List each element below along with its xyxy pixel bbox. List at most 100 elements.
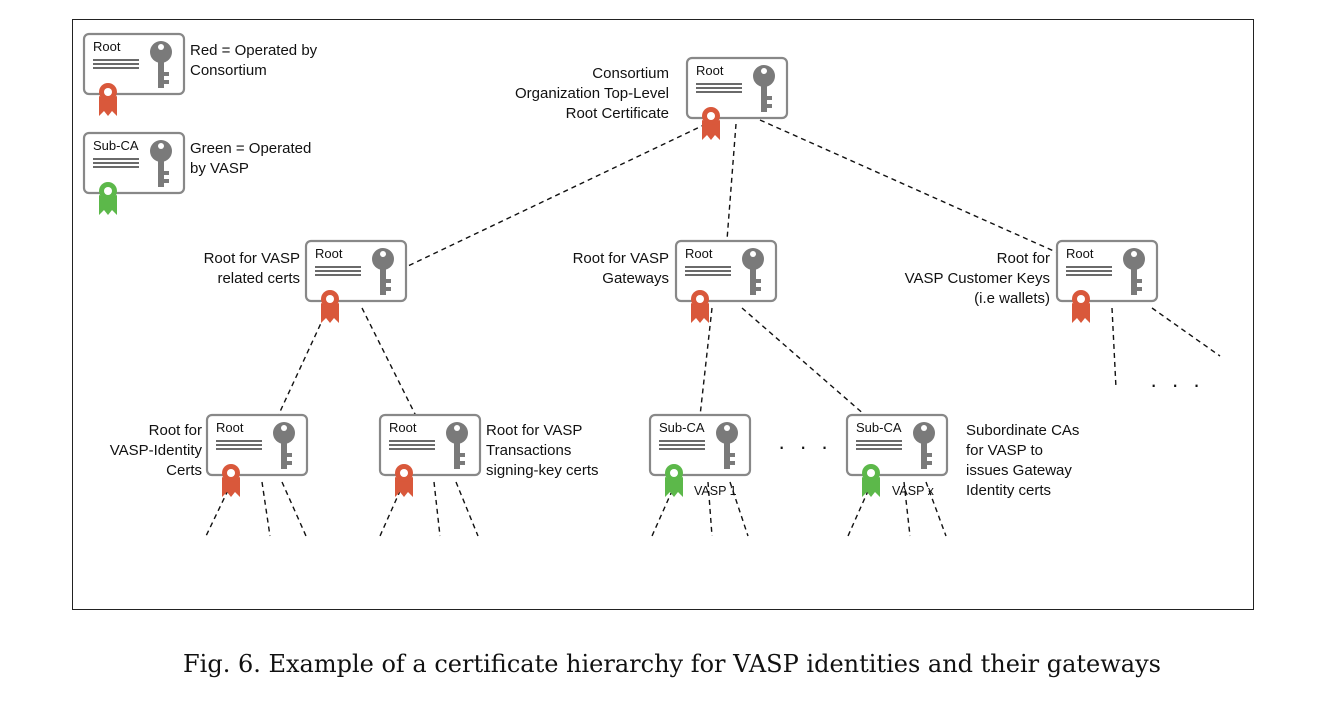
identity-root-certificate: Root [205, 413, 309, 497]
certificate-text-lines [315, 266, 361, 276]
seal-ribbon-icon [222, 464, 240, 497]
legend-red-line1: Red = Operated by [190, 42, 318, 59]
key-icon [1123, 248, 1145, 295]
caption-line: Consortium [592, 65, 669, 82]
certificate-label: Sub-CA [93, 138, 139, 153]
legend-green-certificate: Sub-CA [82, 131, 186, 215]
vasp1-tag: VASP 1 [694, 484, 737, 498]
vasp1-subca-certificate: Sub-CA [648, 413, 752, 497]
connector-line [455, 481, 479, 537]
caption-line: Certs [166, 462, 202, 479]
transactions-caption: Root for VASP Transactions signing-key c… [486, 421, 599, 481]
figure-caption: Fig. 6. Example of a certificate hierarc… [183, 650, 1161, 678]
ellipsis-customer-keys: · · · [1150, 372, 1205, 397]
gateways-root-certificate: Root [674, 239, 778, 323]
caption-line: for VASP to [966, 442, 1043, 459]
caption-line: signing-key certs [486, 462, 599, 479]
top-root-certificate: Root [685, 56, 789, 140]
vasp-related-caption: Root for VASP related certs [204, 249, 300, 289]
key-icon [716, 422, 738, 469]
caption-line: Gateways [602, 270, 669, 287]
caption-line: issues Gateway [966, 462, 1072, 479]
certificate-label: Root [696, 63, 724, 78]
key-icon [913, 422, 935, 469]
certificate-text-lines [696, 83, 742, 93]
certificate-text-lines [93, 158, 139, 168]
identity-caption: Root for VASP-Identity Certs [110, 421, 202, 481]
certificate-text-lines [685, 266, 731, 276]
customer-keys-root-certificate: Root [1055, 239, 1159, 323]
key-icon [372, 248, 394, 295]
connector-line [903, 481, 911, 537]
seal-ribbon-icon [691, 290, 709, 323]
certificate-text-lines [659, 440, 705, 450]
seal-ribbon-icon [321, 290, 339, 323]
connector-line [281, 481, 307, 537]
caption-line: related certs [217, 270, 300, 287]
certificate-label: Sub-CA [659, 420, 705, 435]
caption-line: Identity certs [966, 482, 1052, 499]
certificate-text-lines [389, 440, 435, 450]
caption-line: Root for [148, 422, 202, 439]
top-root-caption: Consortium Organization Top-Level Root C… [515, 64, 669, 124]
seal-ribbon-icon [702, 107, 720, 140]
connector-line [1151, 307, 1221, 357]
caption-line: Root for VASP [486, 422, 583, 439]
seal-ribbon-icon [395, 464, 413, 497]
legend-green-line2: by VASP [190, 160, 249, 177]
connector-line [925, 481, 947, 537]
certificate-text-lines [856, 440, 902, 450]
connector-line [726, 123, 737, 241]
subordinate-cas-caption: Subordinate CAs for VASP to issues Gatew… [966, 421, 1079, 501]
certificate-label: Root [685, 246, 713, 261]
seal-ribbon-icon [99, 83, 117, 116]
vaspx-subca-certificate: Sub-CA [845, 413, 949, 497]
caption-line: (i.e wallets) [974, 290, 1050, 307]
legend-red-text: Red = Operated by Consortium [190, 41, 317, 81]
key-icon [273, 422, 295, 469]
connector-line [433, 481, 441, 537]
connector-line [741, 307, 867, 417]
seal-ribbon-icon [99, 182, 117, 215]
connector-line [729, 481, 749, 537]
caption-line: Root for VASP [572, 250, 669, 267]
caption-line: Transactions [486, 442, 572, 459]
caption-line: Root Certificate [565, 105, 669, 122]
key-icon [742, 248, 764, 295]
certificate-label: Root [1066, 246, 1094, 261]
vasp-related-root-certificate: Root [304, 239, 408, 323]
vaspx-tag: VASP x [892, 484, 934, 498]
legend-green-text: Green = Operated by VASP [190, 139, 311, 179]
seal-ribbon-icon [862, 464, 880, 497]
caption-line: Root for [996, 250, 1050, 267]
customer-keys-caption: Root for VASP Customer Keys (i.e wallets… [905, 249, 1050, 309]
legend-green-line1: Green = Operated [190, 140, 312, 157]
certificate-label: Sub-CA [856, 420, 902, 435]
certificate-label: Root [93, 39, 121, 54]
caption-line: VASP-Identity [109, 442, 202, 459]
certificate-text-lines [93, 59, 139, 69]
key-icon [753, 65, 775, 112]
ellipsis-between-subcas: · · · [778, 434, 833, 459]
connector-line [699, 307, 713, 417]
certificate-text-lines [216, 440, 262, 450]
caption-line: Organization Top-Level [515, 85, 669, 102]
connector-line [407, 123, 707, 267]
certificate-label: Root [315, 246, 343, 261]
gateways-caption: Root for VASP Gateways [573, 249, 669, 289]
seal-ribbon-icon [665, 464, 683, 497]
key-icon [446, 422, 468, 469]
connector-line [759, 119, 1057, 253]
connector-line [707, 481, 713, 537]
caption-line: Subordinate CAs [966, 422, 1080, 439]
connector-line [261, 481, 271, 537]
connector-line [361, 307, 417, 417]
caption-line: VASP Customer Keys [904, 270, 1050, 287]
connector-line [277, 307, 329, 417]
certificate-label: Root [389, 420, 417, 435]
certificate-label: Root [216, 420, 244, 435]
connector-line [1111, 307, 1117, 389]
figure-frame [72, 19, 1254, 610]
